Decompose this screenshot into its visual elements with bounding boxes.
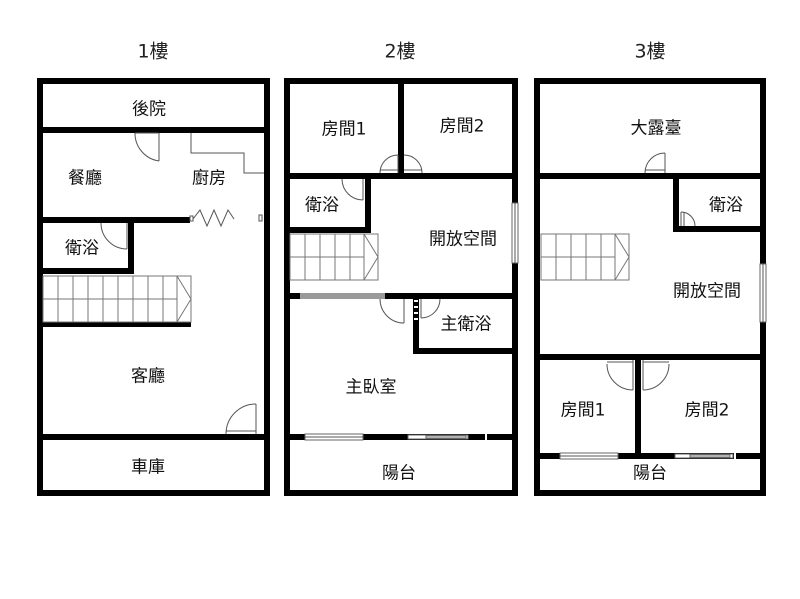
room-label-master-bath: 主衛浴 (440, 314, 492, 335)
room-label-open-space: 開放空間 (429, 229, 497, 250)
room-label-balcony: 陽台 (633, 463, 667, 484)
room-label-dining: 餐廳 (68, 168, 102, 189)
room-label-bathroom: 衛浴 (305, 195, 339, 216)
room-label-room2: 房間2 (439, 116, 485, 137)
floor-3-title: 3樓 (634, 40, 666, 63)
room-label-balcony: 陽台 (382, 463, 416, 484)
room-label-kitchen: 廚房 (192, 168, 226, 189)
room-label-garage: 車庫 (131, 457, 165, 478)
room-label-master-bedroom: 主臥室 (345, 377, 397, 398)
floor-1-plan (37, 78, 270, 496)
room-label-bathroom: 衛浴 (709, 195, 743, 216)
room-label-open-space: 開放空間 (673, 281, 741, 302)
room-label-living: 客廳 (131, 366, 165, 387)
floor-3-plan (534, 78, 767, 496)
room-label-room1: 房間1 (321, 119, 367, 140)
floor-2-plan (284, 78, 519, 496)
room-label-bathroom: 衛浴 (65, 238, 99, 259)
floor-2-title: 2樓 (384, 40, 416, 63)
room-label-room1: 房間1 (560, 400, 606, 421)
floor-1-title: 1樓 (137, 40, 169, 63)
room-label-room2: 房間2 (684, 400, 730, 421)
room-label-backyard: 後院 (132, 99, 166, 120)
room-label-terrace: 大露臺 (630, 118, 682, 139)
